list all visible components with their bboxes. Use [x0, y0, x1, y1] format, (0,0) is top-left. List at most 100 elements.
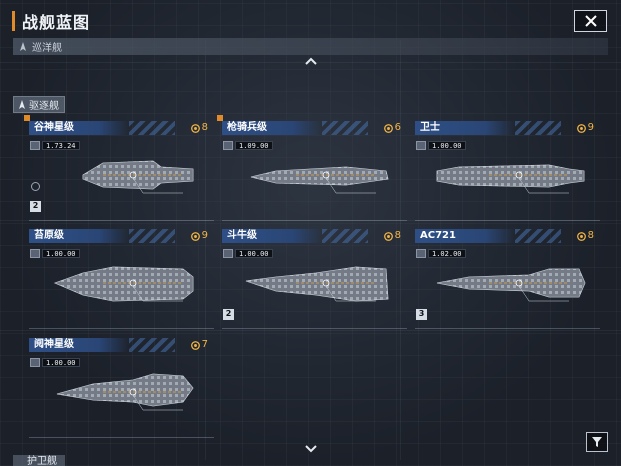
blueprint-cost: 8 — [576, 229, 594, 243]
stat-value: 1.00.00 — [235, 248, 273, 258]
blueprint-token-icon — [383, 123, 393, 133]
cost-value: 8 — [201, 122, 208, 133]
blueprint-cost: 8 — [383, 229, 401, 243]
blueprint-cost: 7 — [190, 338, 208, 352]
category-label: 护卫舰 — [27, 456, 57, 466]
ship-blueprint-image — [436, 268, 586, 302]
ship-name: 阋神星级 — [34, 339, 74, 350]
ship-name: AC721 — [420, 230, 456, 241]
cost-value: 9 — [201, 230, 208, 241]
ship-name: 谷神星级 — [34, 122, 74, 133]
ship-tier: 3 — [416, 309, 427, 320]
stat-icon — [223, 140, 233, 150]
ship-blueprint-image — [250, 166, 389, 194]
ship-name-bar — [415, 121, 561, 135]
card-frame — [29, 229, 214, 329]
blueprint-token-icon — [190, 340, 200, 350]
warship-icon — [20, 41, 26, 51]
stat-icon — [30, 140, 40, 150]
new-indicator — [217, 115, 223, 121]
ship-card[interactable]: 阋神星级 7 1.00.00 — [29, 338, 214, 438]
warship-icon — [19, 99, 25, 109]
new-indicator — [24, 115, 30, 121]
ship-stat: 1.00.00 — [30, 248, 80, 258]
ship-stat: 1.73.24 — [30, 140, 80, 150]
ship-stat: 1.00.00 — [416, 140, 466, 150]
stat-icon — [30, 248, 40, 258]
ship-stat: 1.00.00 — [30, 357, 80, 367]
blueprint-cost: 6 — [383, 121, 401, 135]
stat-icon — [30, 357, 40, 367]
ship-name-bar — [222, 229, 368, 243]
stat-value: 1.02.00 — [428, 248, 466, 258]
category-label: 驱逐舰 — [29, 101, 59, 112]
blueprint-token-icon — [190, 123, 200, 133]
card-frame — [222, 121, 407, 221]
card-frame — [29, 121, 214, 221]
ship-stat: 1.09.00 — [223, 140, 273, 150]
cost-value: 7 — [201, 339, 208, 350]
ship-blueprint-image — [436, 164, 585, 194]
category-destroyer[interactable]: 驱逐舰 — [13, 96, 65, 113]
stat-value: 1.00.00 — [428, 140, 466, 150]
stat-icon — [416, 248, 426, 258]
close-button[interactable] — [574, 10, 607, 32]
chevron-up-icon[interactable] — [303, 56, 319, 66]
cost-value: 6 — [394, 122, 401, 133]
card-frame — [222, 229, 407, 329]
ship-tier: 2 — [30, 201, 41, 212]
ship-name-bar — [29, 229, 175, 243]
close-icon — [584, 15, 597, 27]
stat-value: 1.73.24 — [42, 140, 80, 150]
cost-value: 8 — [394, 230, 401, 241]
blueprint-token-icon — [190, 231, 200, 241]
ship-card[interactable]: 枪骑兵级 6 1.09.00 — [217, 115, 407, 221]
cost-value: 8 — [587, 230, 594, 241]
title-accent — [12, 11, 15, 31]
ship-name-bar — [415, 229, 561, 243]
blueprint-token-icon — [576, 123, 586, 133]
card-frame — [415, 121, 600, 221]
filter-icon — [592, 437, 602, 447]
stat-value: 1.00.00 — [42, 357, 80, 367]
ship-card[interactable]: 卫士 9 1.00.00 — [415, 121, 600, 221]
card-frame — [415, 229, 600, 329]
ship-blueprint-image — [245, 266, 389, 302]
filter-button[interactable] — [586, 432, 608, 452]
blueprint-cost: 9 — [576, 121, 594, 135]
chevron-down-icon[interactable] — [303, 443, 319, 453]
ship-card[interactable]: 斗牛级 8 1.00.00 2 — [222, 229, 407, 329]
blueprint-token-icon — [576, 231, 586, 241]
ship-card[interactable]: AC721 8 1.02.00 3 — [415, 229, 600, 329]
ship-blueprint-image — [53, 266, 194, 302]
ship-name: 斗牛级 — [227, 230, 257, 241]
module-slot-icon — [31, 182, 40, 191]
ship-tier: 2 — [223, 309, 234, 320]
ship-name: 卫士 — [420, 122, 440, 133]
ship-stat: 1.00.00 — [223, 248, 273, 258]
stat-icon — [416, 140, 426, 150]
ship-stat: 1.02.00 — [416, 248, 466, 258]
ship-card[interactable]: 苔原级 9 1.00.00 — [29, 229, 214, 329]
ship-blueprint-image — [56, 373, 194, 411]
blueprint-cost: 9 — [190, 229, 208, 243]
ship-name-bar — [222, 121, 368, 135]
stat-icon — [223, 248, 233, 258]
ship-name: 枪骑兵级 — [227, 122, 267, 133]
category-cruiser[interactable]: 巡洋舰 — [13, 38, 608, 55]
cost-value: 9 — [587, 122, 594, 133]
blueprint-cost: 8 — [190, 121, 208, 135]
ship-blueprint-image — [82, 160, 194, 194]
ship-name-bar — [29, 338, 175, 352]
card-frame — [29, 338, 214, 438]
ship-card[interactable]: 谷神星级 8 1.73.24 2 — [24, 115, 214, 221]
page-title: 战舰蓝图 — [22, 13, 91, 32]
ship-name-bar — [29, 121, 175, 135]
header-bar: 战舰蓝图 — [0, 0, 621, 38]
stat-value: 1.00.00 — [42, 248, 80, 258]
blueprint-token-icon — [383, 231, 393, 241]
stat-value: 1.09.00 — [235, 140, 273, 150]
category-label: 巡洋舰 — [32, 43, 62, 54]
ship-name: 苔原级 — [34, 230, 64, 241]
category-frigate[interactable]: 护卫舰 — [13, 455, 65, 466]
